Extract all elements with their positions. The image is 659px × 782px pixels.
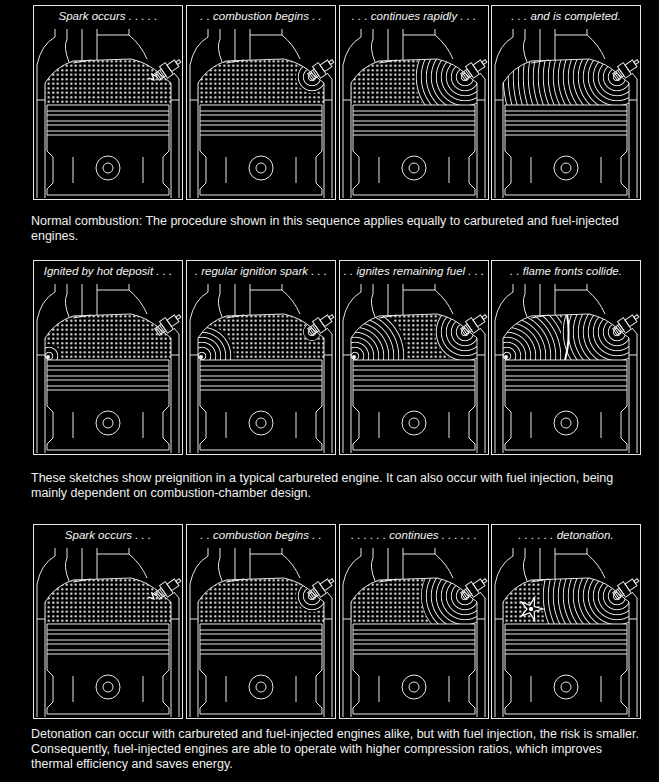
panel-caption: . . . and is completed.	[492, 6, 640, 23]
hot-deposit	[199, 355, 203, 359]
engine-outline	[190, 29, 337, 198]
engine-panel: . . . continues rapidly . . .	[339, 5, 489, 200]
engine-panel: . . . . . . continues . . . . . .	[339, 524, 489, 719]
fuel-mixture	[45, 59, 171, 105]
engine-sketch	[170, 284, 337, 453]
engine-sketch	[190, 29, 337, 198]
panel-caption: . . . . . . detonation.	[492, 525, 640, 542]
hot-deposit	[352, 355, 356, 359]
panel-caption: . . ignites remaining fuel . . .	[340, 261, 488, 278]
engine-outline	[495, 29, 642, 198]
engine-sketch	[495, 520, 659, 717]
fuel-mixture	[45, 314, 171, 360]
hot-deposit	[46, 355, 50, 359]
engine-sketch	[37, 284, 184, 453]
engine-outline	[37, 284, 184, 453]
engine-outline	[495, 284, 642, 453]
fuel-mixture	[45, 578, 171, 624]
engine-outline	[343, 284, 490, 453]
engine-sketch	[37, 548, 184, 717]
engine-panel: . . . and is completed.	[491, 5, 641, 200]
panel-caption: . . flame fronts collide.	[492, 261, 640, 278]
panel-caption: Spark occurs . . .	[34, 525, 182, 542]
engine-sketch	[343, 27, 515, 198]
engine-sketch	[477, 0, 659, 217]
engine-sketch	[343, 548, 509, 717]
engine-outline	[37, 29, 184, 198]
panel-caption: . regular ignition spark . . .	[187, 261, 335, 278]
panel-caption: . . combustion begins . .	[187, 525, 335, 542]
engine-panel: . . ignites remaining fuel . . .	[339, 260, 489, 455]
panel-caption: Spark occurs . . . . .	[34, 6, 182, 23]
panel-caption: . . . continues rapidly . . .	[340, 6, 488, 23]
engine-outline	[343, 29, 490, 198]
engine-panel: . . flame fronts collide.	[491, 260, 641, 455]
detonation-burst	[521, 598, 543, 621]
figure-caption: These sketches show preignition in a typ…	[31, 471, 643, 501]
engine-sketch	[190, 548, 337, 717]
panel-caption: . . combustion begins . .	[187, 6, 335, 23]
engine-panel: Spark occurs . . . . .	[33, 5, 183, 200]
engine-panel: Ignited by hot deposit . . .	[33, 260, 183, 455]
engine-panel: . . combustion begins . .	[186, 5, 336, 200]
panel-caption: . . . . . . continues . . . . . .	[340, 525, 488, 542]
engine-sketch	[441, 276, 659, 453]
engine-sketch	[303, 284, 495, 453]
engine-outline	[495, 548, 642, 717]
engine-panel: . . . . . . detonation.	[491, 524, 641, 719]
engine-sketch	[37, 29, 184, 198]
engine-panel: Spark occurs . . .	[33, 524, 183, 719]
hot-deposit	[504, 355, 508, 359]
engine-outline	[190, 284, 337, 453]
engine-panel: . . combustion begins . .	[186, 524, 336, 719]
figure-caption: Detonation can occur with carbureted and…	[31, 727, 643, 772]
engine-panel: . regular ignition spark . . .	[186, 260, 336, 455]
figure-caption: Normal combustion: The procedure shown i…	[31, 214, 643, 244]
engine-outline	[343, 548, 490, 717]
engine-outline	[190, 548, 337, 717]
flame-front	[477, 0, 659, 217]
panel-caption: Ignited by hot deposit . . .	[34, 261, 182, 278]
engine-outline	[37, 548, 184, 717]
